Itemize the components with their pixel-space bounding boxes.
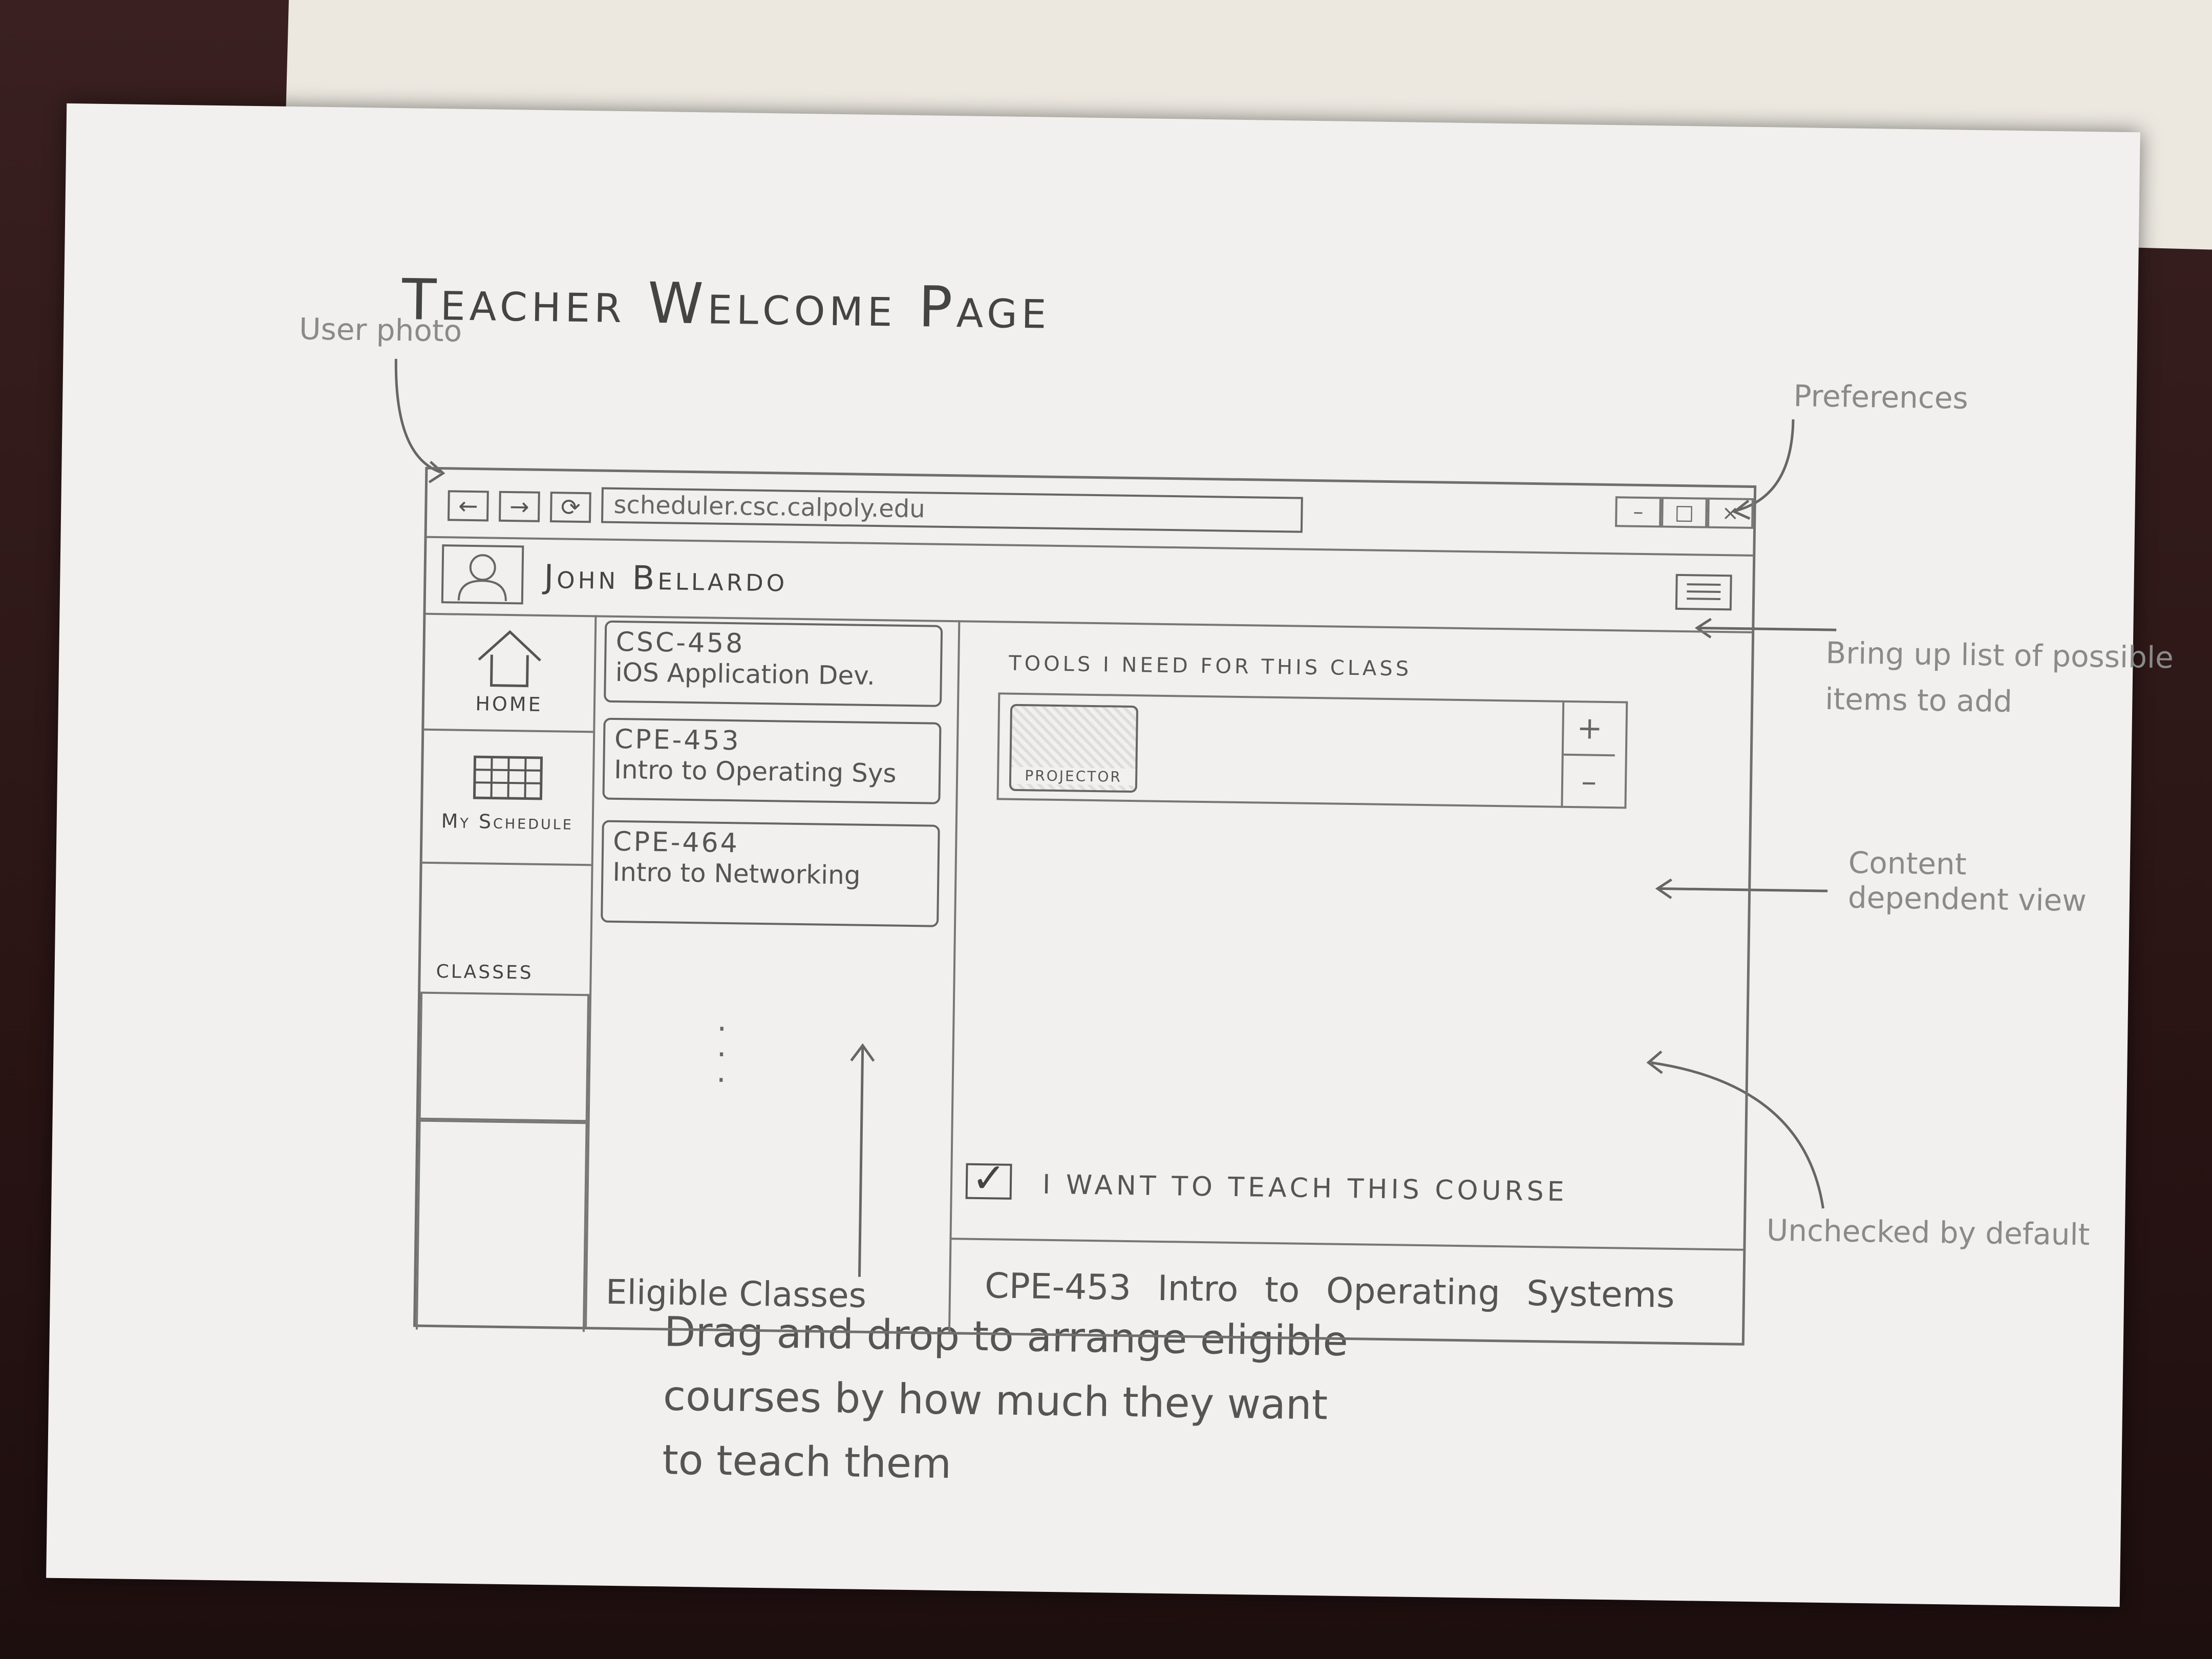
annotation-line: courses by how much they want bbox=[663, 1372, 1328, 1429]
user-photo-arrow-icon bbox=[394, 358, 445, 483]
course-code: CPE-453 bbox=[614, 724, 741, 757]
user-name: John Bellardo bbox=[543, 558, 788, 600]
preferences-icon-line bbox=[1687, 590, 1721, 593]
class-slot[interactable] bbox=[418, 991, 590, 1122]
sidebar-label-schedule: My Schedule bbox=[441, 810, 574, 834]
classes-label: Classes bbox=[436, 961, 534, 984]
sidebar-label-home: Home bbox=[475, 692, 543, 716]
annotation-content-dependent: Content dependent view bbox=[1847, 845, 2087, 919]
course-card[interactable]: CSC-458 iOS Application Dev. bbox=[604, 620, 943, 707]
sketch-paper: Teacher Welcome Page User photo Preferen… bbox=[46, 103, 2174, 1607]
course-code: CSC-458 bbox=[615, 626, 745, 660]
preferences-icon-line bbox=[1687, 598, 1721, 601]
forward-button[interactable]: → bbox=[498, 491, 540, 522]
course-card[interactable]: CPE-453 Intro to Operating Sys bbox=[602, 717, 942, 804]
close-button[interactable]: × bbox=[1707, 497, 1754, 529]
tools-heading: Tools I need for this class bbox=[1008, 651, 1412, 681]
teach-label: I want to teach this course bbox=[1042, 1169, 1568, 1207]
calendar-icon bbox=[473, 755, 543, 800]
user-silhouette-icon bbox=[457, 554, 507, 601]
drag-arrow-icon bbox=[850, 1043, 875, 1277]
remove-tool-button[interactable]: – bbox=[1581, 763, 1597, 800]
refresh-button[interactable]: ⟳ bbox=[549, 492, 591, 523]
sidebar-item-schedule[interactable]: My Schedule bbox=[422, 730, 593, 866]
course-name: Intro to Operating Sys bbox=[613, 754, 897, 789]
tool-controls: + – bbox=[1561, 702, 1616, 809]
teach-checkbox[interactable]: ✓ bbox=[965, 1154, 1012, 1202]
url-bar[interactable]: scheduler.csc.calpoly.edu bbox=[601, 487, 1303, 533]
annotation-user-photo: User photo bbox=[299, 311, 462, 349]
back-button[interactable]: ← bbox=[447, 490, 489, 522]
annotation-bring-up-list: Bring up list of possible items to add bbox=[1824, 635, 2174, 719]
user-photo[interactable] bbox=[441, 544, 524, 605]
preferences-arrow-icon bbox=[1732, 419, 1795, 520]
browser-window: ← → ⟳ scheduler.csc.calpoly.edu – □ × Jo… bbox=[413, 466, 1757, 1346]
maximize-button[interactable]: □ bbox=[1661, 497, 1708, 528]
sidebar-item-home[interactable]: Home bbox=[424, 612, 595, 733]
more-ellipsis: ··· bbox=[716, 1011, 727, 1099]
add-tool-button[interactable]: + bbox=[1563, 702, 1616, 757]
tools-list: Projector + – bbox=[996, 692, 1628, 809]
annotation-preferences: Preferences bbox=[1793, 378, 1969, 416]
course-name: iOS Application Dev. bbox=[615, 657, 876, 691]
tool-label: Projector bbox=[1011, 767, 1136, 786]
course-code: CPE-464 bbox=[612, 826, 740, 859]
add-arrow-icon bbox=[1694, 618, 1837, 639]
content-arrow-icon bbox=[1655, 878, 1828, 899]
tool-item-projector[interactable]: Projector bbox=[1009, 704, 1139, 793]
home-icon bbox=[478, 630, 541, 688]
content-view: Tools I need for this class Projector + … bbox=[948, 620, 1752, 1343]
preferences-button[interactable] bbox=[1675, 573, 1732, 611]
user-bar: John Bellardo bbox=[426, 536, 1753, 633]
sidebar: Home My Schedule Classes bbox=[415, 612, 597, 1332]
selected-course: CPE-453 Intro to Operating Systems bbox=[984, 1266, 1675, 1316]
selected-course-bar: CPE-453 Intro to Operating Systems bbox=[948, 1238, 1743, 1343]
class-slot[interactable] bbox=[415, 1119, 588, 1332]
checkbox-arrow-icon bbox=[1646, 1050, 1824, 1209]
preferences-icon-line bbox=[1687, 583, 1721, 586]
minimize-button[interactable]: – bbox=[1615, 496, 1662, 528]
course-card-selected[interactable]: CPE-464 Intro to Networking bbox=[601, 820, 940, 927]
eligible-courses-panel: CSC-458 iOS Application Dev. CPE-453 Int… bbox=[585, 615, 961, 1332]
annotation-unchecked-default: Unchecked by default bbox=[1766, 1213, 2090, 1252]
page-title: Teacher Welcome Page bbox=[401, 267, 1051, 342]
eligible-classes-label: Eligible Classes bbox=[605, 1272, 867, 1315]
annotation-line: to teach them bbox=[662, 1436, 952, 1488]
course-name: Intro to Networking bbox=[612, 857, 861, 890]
